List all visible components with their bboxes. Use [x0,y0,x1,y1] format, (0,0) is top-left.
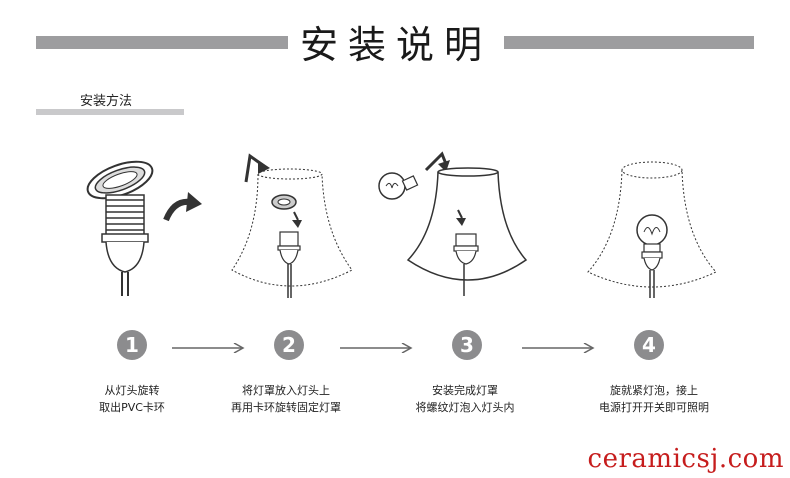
step-1-line-2: 取出PVC卡环 [99,401,165,414]
arrow-right-icon [340,343,413,353]
arrow-right-icon [172,343,245,353]
section-underline [36,109,184,115]
step-2-description: 将灯罩放入灯头上 再用卡环旋转固定灯罩 [216,382,356,416]
step-3-description: 安装完成灯罩 将螺纹灯泡入灯头内 [400,382,530,416]
step-4-description: 旋就紧灯泡，接上 电源打开开关即可照明 [584,382,724,416]
step-1-line-1: 从灯头旋转 [104,384,160,397]
watermark: ceramicsj.com [587,444,784,474]
step-3-line-2: 将螺纹灯泡入灯头内 [415,401,515,414]
header-bar-right [504,36,754,49]
step-2-illustration [228,152,358,302]
step-2-line-2: 再用卡环旋转固定灯罩 [231,401,341,414]
step-4-line-1: 旋就紧灯泡，接上 [610,384,698,397]
step-4-number: 4 [634,330,664,360]
step-4-illustration [578,152,718,302]
section-label: 安装方法 [80,94,133,109]
step-1-description: 从灯头旋转 取出PVC卡环 [82,382,182,416]
arrow-right-icon [522,343,595,353]
page-title: 安装说明 [299,23,492,67]
step-2-number: 2 [274,330,304,360]
step-3-line-1: 安装完成灯罩 [432,384,498,397]
header-bar-left [36,36,288,49]
step-1-illustration [78,150,208,300]
step-4-line-2: 电源打开开关即可照明 [599,401,709,414]
step-1-number: 1 [117,330,147,360]
step-2-line-1: 将灯罩放入灯头上 [242,384,330,397]
step-3-number: 3 [452,330,482,360]
step-3-illustration [372,150,532,300]
